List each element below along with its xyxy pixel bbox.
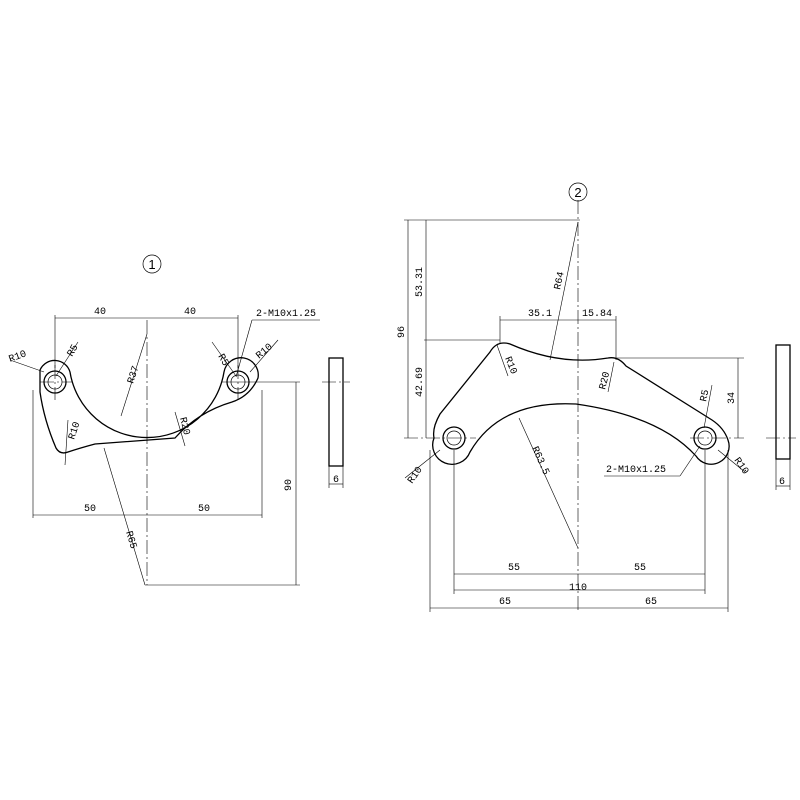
view-2-leader-outer-right — [717, 449, 746, 473]
view-2-dim-right-height: 34 — [727, 392, 738, 404]
view-1-leader-outer-right — [249, 339, 279, 373]
view-1-leader-bottom — [103, 447, 146, 586]
view-1-radius-inner: R37 — [126, 365, 142, 386]
view-2-radius-top: R64 — [553, 271, 568, 291]
view-2-dim-outer-left: 65 — [499, 597, 511, 608]
view-2-leader-hole — [703, 384, 713, 429]
view-2-thread-note: 2-M10x1.25 — [606, 465, 666, 476]
view-2-radius-hole: R5 — [699, 389, 712, 403]
view-2: 2 96 53.31 42.69 35.1 15.84 34 R64 — [397, 182, 796, 612]
view-2-leader-top — [549, 221, 579, 361]
view-1-radius-bottom: R65 — [122, 530, 138, 550]
view-1-radius-outer-right: R10 — [255, 342, 276, 362]
view-1-radius-hole-right: R5 — [215, 353, 231, 369]
view-2-dim-upper: 53.31 — [415, 267, 426, 297]
view-1-leader-fillet-left — [64, 419, 69, 466]
view-1-leader-fillet-right — [174, 411, 186, 447]
view-1-dim-bottom-right: 50 — [198, 504, 210, 515]
view-1-leader-hole-left — [55, 341, 79, 377]
view-2-radius-outer-left: R10 — [406, 465, 425, 486]
view-1-thickness: 6 — [333, 475, 339, 486]
view-1-dim-left: 40 — [94, 307, 106, 318]
view-2-dim-outer-right: 65 — [645, 597, 657, 608]
view-1-radius-outer-left: R10 — [8, 349, 29, 365]
view-2-dim-overall: 110 — [569, 583, 587, 594]
view-1-side-view — [328, 357, 344, 467]
view-1-part-outline — [39, 357, 259, 454]
view-2-leader-fillet-right — [607, 361, 615, 393]
view-1-dim-bottom-left: 50 — [84, 504, 96, 515]
view-2-leader-fillet-left — [496, 344, 509, 377]
view-1-leader-outer-left — [9, 359, 45, 373]
view-1-dim-height: 90 — [284, 479, 295, 491]
view-2-radius-arch: R63.5 — [528, 445, 550, 477]
view-1-thread-note: 2-M10x1.25 — [256, 309, 316, 320]
view-1-radius-hole-left: R5 — [66, 343, 82, 359]
view-2-dim-lower: 42.69 — [415, 367, 426, 397]
view-2-radius-outer-right: R10 — [731, 456, 750, 477]
view-1-dim-right: 40 — [184, 307, 196, 318]
view-1-leader-inner — [120, 333, 148, 417]
view-2-number: 2 — [574, 185, 581, 200]
view-2-leader-outer-left — [404, 449, 441, 479]
view-2-side-view — [775, 344, 791, 460]
view-1-number: 1 — [148, 257, 155, 272]
view-2-dim-inner-right: 55 — [634, 563, 646, 574]
view-2-leader-arch — [518, 417, 579, 549]
view-1-leader-hole-right — [211, 341, 237, 377]
view-2-dim-inner-left: 55 — [508, 563, 520, 574]
view-1-thread-leader — [235, 319, 253, 378]
view-2-dim-top-right: 15.84 — [582, 309, 612, 320]
view-2-thickness: 6 — [779, 477, 785, 488]
view-2-part-outline — [432, 342, 730, 465]
view-2-radius-fillet-right: R20 — [598, 371, 613, 391]
view-2-dim-total-height: 96 — [397, 326, 408, 338]
view-1-radius-fillet-left: R10 — [67, 421, 83, 442]
view-2-thread-leader — [679, 445, 701, 477]
view-1: 1 40 40 50 50 90 R10 R5 — [8, 254, 350, 586]
view-2-dim-top-left: 35.1 — [528, 309, 552, 320]
view-2-radius-fillet-left: R10 — [501, 355, 518, 376]
view-1-circle-marker — [142, 254, 162, 274]
view-1-radius-fillet-right: R20 — [176, 416, 191, 436]
